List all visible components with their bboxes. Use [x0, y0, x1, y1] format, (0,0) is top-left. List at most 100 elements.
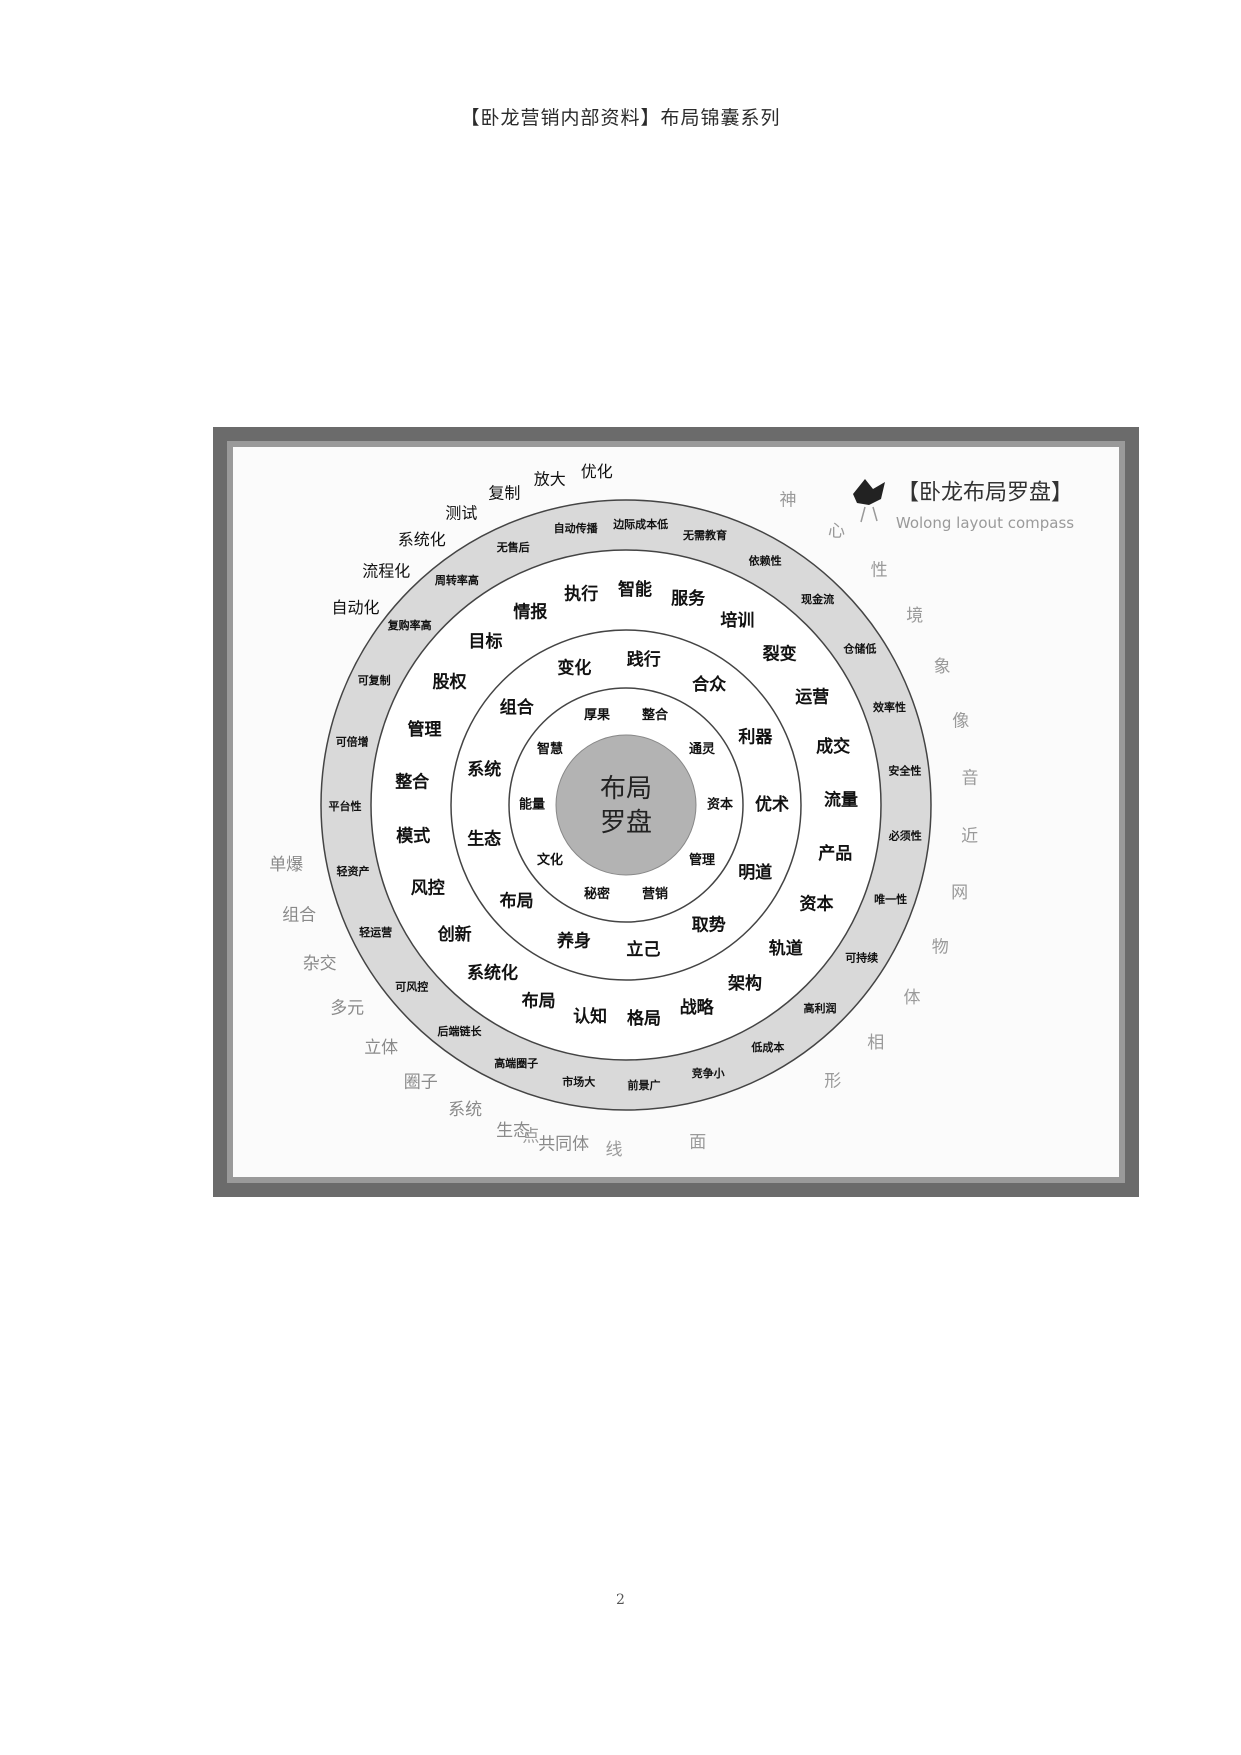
compass-figure: 厚果整合通灵资本管理营销秘密文化能量智慧践行合众利器优术明道取势立己养身布局生态… [213, 427, 1139, 1197]
ring3-label: 服务 [671, 588, 706, 609]
ring1-label: 通灵 [689, 741, 716, 757]
ring1-label: 整合 [641, 707, 669, 723]
outer-gray-label: 立体 [364, 1038, 398, 1058]
ring3-label: 运营 [795, 687, 829, 708]
ring4-label: 可复制 [358, 673, 391, 687]
ring4-label: 安全性 [888, 763, 921, 777]
ring1-label: 能量 [519, 797, 545, 813]
ring4-label: 轻资产 [337, 864, 370, 878]
outer-gray-label: 网 [951, 883, 968, 903]
center-label: 布局 [600, 774, 652, 804]
ring4-label: 可持续 [845, 951, 878, 965]
ring2-label: 变化 [557, 657, 591, 678]
ring4-label: 后端链长 [438, 1024, 483, 1038]
outer-gray-label: 体 [904, 988, 921, 1008]
ring3-label: 系统化 [467, 963, 518, 984]
ring4-label: 前景广 [628, 1078, 661, 1092]
ring4-label: 低成本 [750, 1040, 784, 1054]
ring4-label: 可风控 [395, 979, 428, 993]
ring3-label: 目标 [469, 631, 503, 652]
ring1-label: 智慧 [537, 741, 563, 757]
outer-gray-label: 音 [962, 769, 979, 789]
ring1-label: 营销 [642, 886, 668, 902]
document-header: 【卧龙营销内部资料】布局锦囊系列 [460, 107, 781, 129]
figure-title: 【卧龙布局罗盘】 [897, 481, 1073, 506]
ring4-label: 可倍增 [336, 734, 369, 748]
ring1-label: 厚果 [584, 707, 610, 723]
figure-subtitle: Wolong layout compass [896, 514, 1074, 532]
page-number: 2 [616, 1592, 625, 1608]
outer-label: 优化 [581, 462, 613, 481]
outer-gray-label: 共同体 [538, 1134, 589, 1154]
ring2-label: 立己 [626, 939, 660, 960]
outer-label: 复制 [488, 483, 520, 502]
ring4-label: 周转率高 [435, 573, 479, 587]
ring3-label: 情报 [513, 601, 547, 622]
outer-label: 自动化 [331, 598, 379, 617]
outer-gray-label: 组合 [282, 906, 316, 926]
outer-gray-label: 杂交 [303, 954, 337, 974]
ring4-label: 现金流 [801, 592, 834, 606]
ring4-label: 竞争小 [692, 1066, 725, 1080]
ring3-label: 股权 [433, 671, 468, 692]
outer-label: 放大 [534, 469, 566, 488]
outer-gray-label: 心 [828, 522, 845, 542]
center-label: 罗盘 [600, 808, 652, 838]
compass-labels: 厚果整合通灵资本管理营销秘密文化能量智慧践行合众利器优术明道取势立己养身布局生态… [269, 462, 1074, 1160]
ring3-label: 格局 [627, 1008, 661, 1029]
ring4-label: 依赖性 [749, 553, 782, 567]
ring2-label: 优术 [755, 794, 789, 815]
ring1-label: 文化 [537, 852, 563, 868]
ring3-label: 模式 [396, 825, 430, 846]
ring3-label: 战略 [680, 997, 715, 1018]
ring2-label: 组合 [500, 697, 535, 718]
outer-gray-label: 神 [780, 490, 797, 510]
outer-gray-label: 点 [522, 1127, 539, 1147]
ring4-label: 效率性 [873, 700, 906, 714]
ring2-label: 合众 [692, 674, 727, 695]
ring3-label: 智能 [618, 579, 652, 600]
ring2-label: 践行 [627, 649, 661, 670]
ring4-label: 高端圈子 [494, 1056, 538, 1070]
dragon-logo-icon [853, 479, 885, 523]
ring4-label: 唯一性 [874, 892, 907, 906]
ring1-label: 秘密 [584, 886, 610, 902]
ring4-label: 必须性 [888, 829, 922, 843]
ring3-label: 轨道 [769, 938, 803, 959]
ring3-label: 布局 [522, 990, 556, 1011]
ring4-label: 无售后 [496, 540, 530, 554]
ring3-label: 资本 [800, 894, 834, 915]
outer-gray-label: 系统 [448, 1100, 482, 1120]
outer-gray-label: 多元 [330, 998, 364, 1018]
outer-gray-label: 圈子 [404, 1072, 438, 1092]
ring3-label: 培训 [720, 610, 754, 631]
ring3-label: 管理 [408, 719, 442, 740]
ring4-label: 边际成本低 [612, 517, 668, 531]
ring3-label: 执行 [564, 584, 598, 605]
ring4-label: 自动传播 [554, 521, 599, 535]
center-disk [555, 734, 697, 876]
ring4-label: 市场大 [562, 1075, 595, 1089]
ring2-label: 明道 [738, 862, 772, 883]
ring2-label: 取势 [692, 914, 726, 935]
ring4-label: 高利润 [804, 1001, 837, 1015]
ring2-label: 利器 [738, 726, 773, 747]
outer-gray-label: 性 [871, 561, 888, 581]
outer-gray-label: 像 [952, 712, 969, 732]
outer-gray-label: 单爆 [269, 855, 303, 875]
ring2-label: 布局 [500, 891, 534, 912]
outer-gray-label: 生态 [496, 1121, 530, 1141]
ring1-label: 资本 [707, 797, 733, 813]
ring2-label: 生态 [467, 829, 501, 850]
ring3-label: 认知 [573, 1006, 607, 1027]
ring3-label: 成交 [816, 736, 850, 757]
outer-gray-label: 线 [606, 1140, 623, 1160]
ring3-label: 整合 [395, 772, 430, 793]
ring3-label: 产品 [818, 843, 852, 864]
outer-gray-label: 物 [932, 938, 949, 958]
ring4-label: 轻运营 [359, 925, 392, 939]
outer-gray-label: 相 [867, 1033, 884, 1053]
outer-gray-label: 形 [824, 1071, 841, 1091]
ring3-label: 架构 [728, 973, 762, 994]
outer-label: 测试 [445, 504, 477, 523]
